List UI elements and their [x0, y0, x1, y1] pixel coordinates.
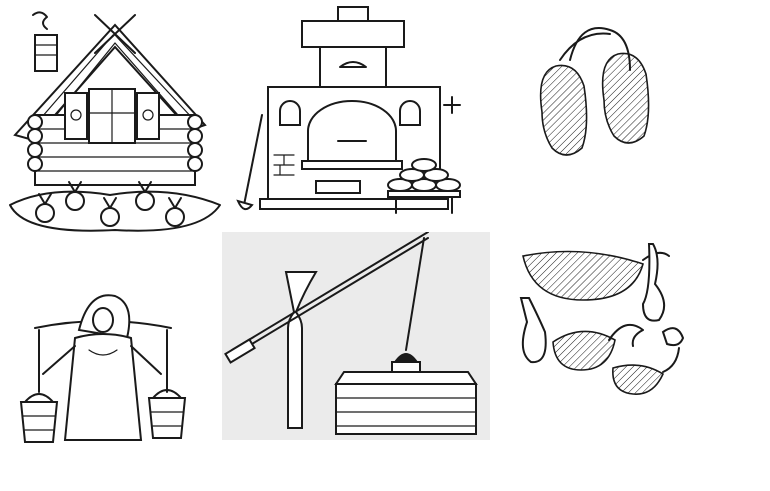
woman-with-yoke-illustration: [15, 290, 190, 455]
log-hut-icon: [9, 11, 221, 232]
sweep-well-icon: [224, 232, 478, 435]
russian-stove-icon: [236, 6, 461, 214]
lapti-icon: [539, 27, 650, 156]
bast-shoes-illustration: [530, 20, 660, 170]
russian-stove-illustration: [230, 5, 470, 220]
woman-with-yoke-icon: [19, 294, 187, 443]
wooden-dishes-illustration: [513, 232, 693, 407]
sweep-well-illustration: [222, 232, 490, 440]
log-hut-illustration: [5, 5, 225, 240]
wooden-ladles-icon: [519, 243, 685, 395]
